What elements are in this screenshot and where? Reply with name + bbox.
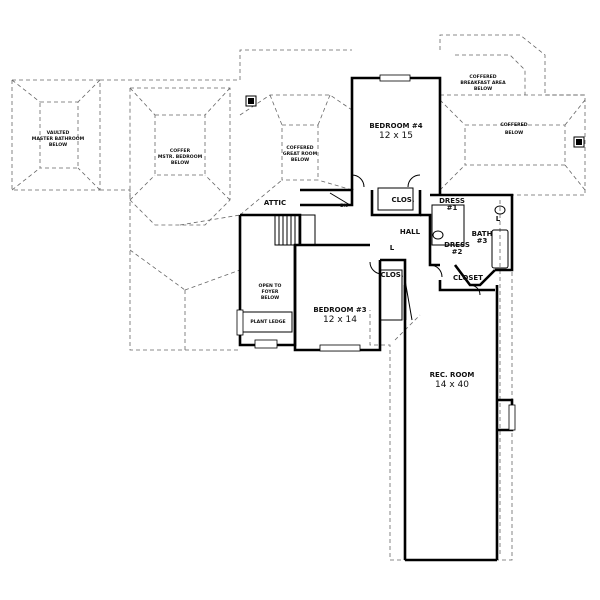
walls <box>238 76 514 562</box>
coffer-mstr-line2: MSTR. BEDROOM <box>158 154 203 160</box>
attic-label: ATTIC <box>264 199 286 207</box>
plant-ledge-label: PLANT LEDGE <box>250 319 285 325</box>
below-notes: VAULTED MASTER BATHROOM BELOW COFFER MST… <box>32 74 528 325</box>
room-labels: BEDROOM #4 12 x 15 BEDROOM #3 12 x 14 RE… <box>264 122 501 390</box>
coffered-breakfast-line3: BELOW <box>474 86 492 92</box>
windows <box>236 74 516 431</box>
coffered-right-line1: COFFERED <box>500 122 527 128</box>
open-foyer-line2: FOYER <box>262 289 279 295</box>
bedroom4-label: BEDROOM #4 <box>369 122 422 130</box>
coffered-great-line1: COFFERED <box>286 145 313 151</box>
linen-label: L <box>496 215 501 223</box>
coffer-mstr-line3: BELOW <box>171 160 189 166</box>
bedroom3-label: BEDROOM #3 <box>313 306 366 314</box>
dress1-label: DRESS <box>439 197 465 205</box>
bedroom3-dims: 12 x 14 <box>323 315 357 325</box>
dress2-num: #2 <box>452 248 463 256</box>
open-foyer-line1: OPEN TO <box>259 283 282 289</box>
bedroom4-dims: 12 x 15 <box>379 131 413 141</box>
linen2-label: L <box>390 244 395 252</box>
vaulted-line2: MASTER BATHROOM <box>32 136 85 142</box>
chimney-markers <box>245 95 585 148</box>
interior-details <box>241 174 509 333</box>
rec-room-label: REC. ROOM <box>430 371 475 379</box>
coffered-great-line2: GREAT ROOM <box>283 151 318 157</box>
closet-top-label: CLOS. <box>392 196 415 204</box>
closet-mid-label: CLOS. <box>381 271 404 279</box>
coffered-breakfast-line2: BREAKFAST AREA <box>460 80 506 86</box>
open-foyer-line3: BELOW <box>261 295 279 301</box>
coffer-mstr-line1: COFFER <box>170 148 191 154</box>
vaulted-line3: BELOW <box>49 142 67 148</box>
hall-label: HALL <box>400 228 421 236</box>
closet-rec-label: CLOSET <box>453 274 483 282</box>
coffered-right-line2: BELOW <box>505 130 523 136</box>
bath3-num: #3 <box>477 237 488 245</box>
rec-room-dims: 14 x 40 <box>435 380 469 390</box>
dress2-label: DRESS <box>444 241 470 249</box>
dress1-num: #1 <box>447 204 458 212</box>
roof-outline-lines <box>11 34 586 561</box>
coffered-great-line3: BELOW <box>291 157 309 163</box>
bath3-label: BATH <box>472 230 493 238</box>
coffered-breakfast-line1: COFFERED <box>469 74 496 80</box>
vaulted-line1: VAULTED <box>47 130 70 136</box>
stair-down-label: DN <box>340 203 348 209</box>
